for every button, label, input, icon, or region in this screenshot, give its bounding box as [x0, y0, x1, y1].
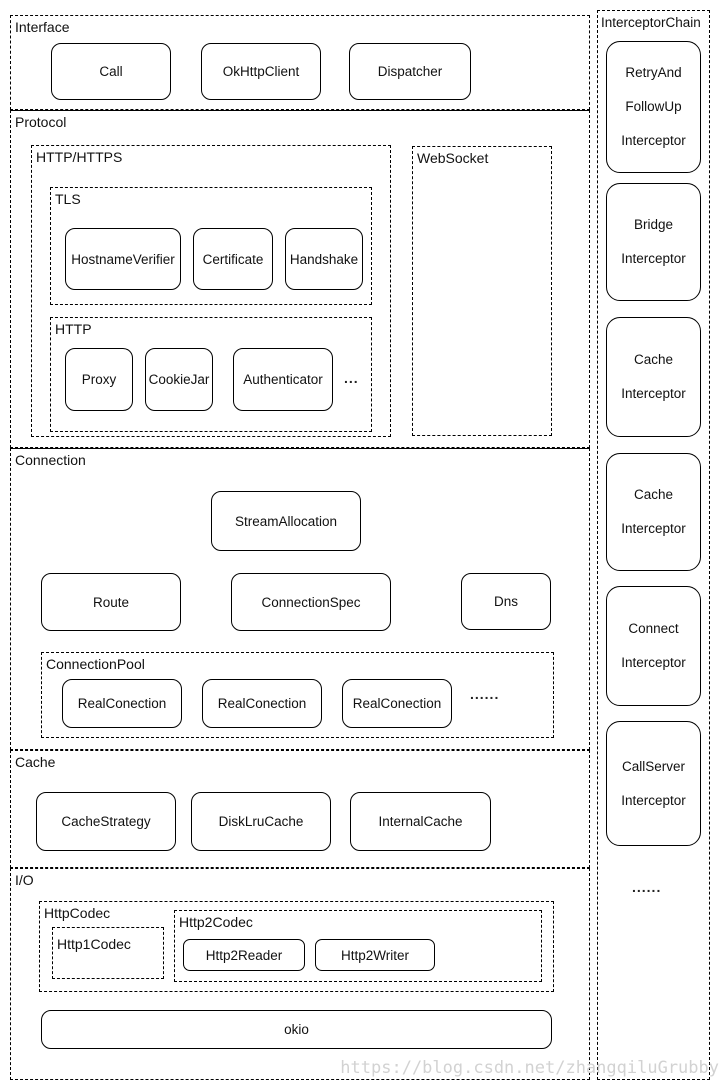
- node-http2writer: Http2Writer: [315, 939, 435, 971]
- section-interface-title: Interface: [15, 19, 70, 35]
- node-cache-interceptor-1: Cache Interceptor: [606, 317, 701, 437]
- interceptor-line: Interceptor: [621, 655, 686, 670]
- section-io: I/O HttpCodec Http1Codec Http2Codec Http…: [10, 868, 590, 1080]
- interceptor-line: Interceptor: [621, 521, 686, 536]
- interceptor-line: Interceptor: [621, 792, 686, 808]
- node-certificate: Certificate: [193, 228, 273, 290]
- section-cache-title: Cache: [15, 754, 56, 770]
- node-connectionspec: ConnectionSpec: [231, 573, 391, 631]
- node-connect-interceptor: Connect Interceptor: [606, 586, 701, 706]
- node-realconection-2: RealConection: [202, 679, 322, 728]
- interceptorchain-ellipsis: ......: [632, 879, 662, 895]
- interceptor-line: Interceptor: [621, 386, 686, 401]
- node-handshake: Handshake: [285, 228, 363, 290]
- group-connectionpool: ConnectionPool RealConection RealConecti…: [41, 652, 554, 738]
- group-http2codec: Http2Codec Http2Reader Http2Writer: [174, 910, 542, 982]
- interceptor-line: Interceptor: [621, 133, 686, 148]
- section-interceptorchain: InterceptorChain RetryAnd FollowUp Inter…: [597, 10, 710, 1080]
- group-http1codec-title: Http1Codec: [57, 936, 131, 952]
- section-connection-title: Connection: [15, 452, 86, 468]
- group-connectionpool-title: ConnectionPool: [46, 656, 145, 672]
- group-http1codec: Http1Codec: [52, 927, 164, 979]
- interceptor-line: Bridge: [633, 217, 674, 232]
- interceptor-line: RetryAnd: [625, 65, 682, 80]
- http-ellipsis: ...: [344, 370, 359, 386]
- section-cache: Cache CacheStrategy DiskLruCache Interna…: [10, 750, 590, 868]
- section-protocol: Protocol HTTP/HTTPS TLS HostnameVerifier…: [10, 110, 590, 448]
- group-httpcodec: HttpCodec Http1Codec Http2Codec Http2Rea…: [39, 901, 554, 992]
- node-realconection-3: RealConection: [342, 679, 452, 728]
- interceptor-line: Interceptor: [621, 251, 686, 266]
- connectionpool-ellipsis: ......: [470, 686, 500, 702]
- group-http-https-title: HTTP/HTTPS: [36, 149, 123, 165]
- node-realconection-1: RealConection: [62, 679, 182, 728]
- node-authenticator: Authenticator: [233, 348, 333, 411]
- node-hostnameverifier: HostnameVerifier: [65, 228, 181, 290]
- group-http: HTTP Proxy CookieJar Authenticator ...: [50, 317, 372, 432]
- group-websocket-title: WebSocket: [417, 150, 489, 166]
- node-route: Route: [41, 573, 181, 631]
- section-io-title: I/O: [15, 872, 34, 888]
- node-cache-interceptor-2: Cache Interceptor: [606, 453, 701, 571]
- watermark-url: https://blog.csdn.net/zhangqiluGrubby: [340, 1058, 719, 1078]
- node-disklrucache: DiskLruCache: [191, 792, 331, 851]
- node-retryandfollowup-interceptor: RetryAnd FollowUp Interceptor: [606, 41, 701, 173]
- node-callserver-interceptor: CallServer Interceptor: [606, 721, 701, 846]
- node-internalcache: InternalCache: [350, 792, 491, 851]
- interceptor-line: Cache: [633, 352, 674, 367]
- group-http2codec-title: Http2Codec: [179, 914, 253, 930]
- node-cachestrategy: CacheStrategy: [36, 792, 176, 851]
- group-tls: TLS HostnameVerifier Certificate Handsha…: [50, 187, 372, 305]
- node-cookiejar: CookieJar: [145, 348, 213, 411]
- interceptor-line: FollowUp: [625, 99, 682, 114]
- node-streamallocation: StreamAllocation: [211, 491, 361, 551]
- section-connection: Connection StreamAllocation Route Connec…: [10, 448, 590, 750]
- node-call: Call: [51, 43, 171, 100]
- node-bridge-interceptor: Bridge Interceptor: [606, 183, 701, 301]
- interceptor-line: Cache: [633, 487, 674, 502]
- group-websocket: WebSocket: [412, 146, 552, 436]
- section-interface: Interface Call OkHttpClient Dispatcher: [10, 15, 590, 110]
- section-protocol-title: Protocol: [15, 114, 67, 130]
- section-interceptorchain-title: InterceptorChain: [601, 15, 701, 30]
- node-okio: okio: [41, 1010, 552, 1049]
- node-http2reader: Http2Reader: [183, 939, 305, 971]
- group-tls-title: TLS: [55, 191, 81, 207]
- node-okhttpclient: OkHttpClient: [201, 43, 321, 100]
- node-dns: Dns: [461, 573, 551, 630]
- interceptor-line: CallServer: [621, 758, 686, 774]
- node-dispatcher: Dispatcher: [349, 43, 471, 100]
- interceptor-line: Connect: [628, 621, 679, 636]
- group-http-title: HTTP: [55, 321, 92, 337]
- node-proxy: Proxy: [65, 348, 133, 411]
- group-http-https: HTTP/HTTPS TLS HostnameVerifier Certific…: [31, 145, 391, 437]
- group-httpcodec-title: HttpCodec: [44, 905, 111, 921]
